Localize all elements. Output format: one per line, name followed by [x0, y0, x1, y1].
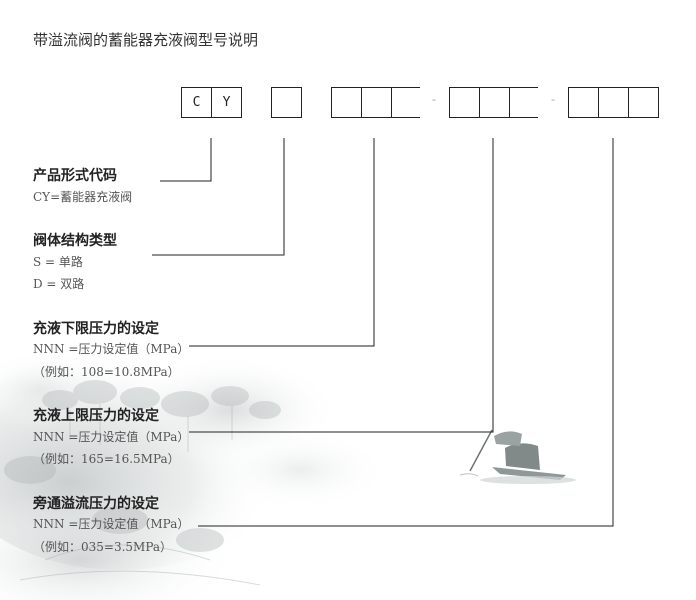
- code-box-low-3: [391, 87, 420, 118]
- code-box-bypass-1: [568, 87, 599, 118]
- code-box-high-3: [509, 87, 538, 118]
- code-box-structure: [271, 87, 302, 118]
- section-line-bypass-value: NNN =压力设定值（MPa）: [33, 517, 190, 531]
- section-line-low-example: （例如：108=10.8MPa）: [33, 365, 180, 379]
- section-line-single: S = 单路: [33, 255, 83, 269]
- code-box-low-2: [361, 87, 392, 118]
- code-box-y: Y: [211, 87, 242, 118]
- section-line-double: D = 双路: [33, 277, 85, 291]
- section-line-product-code: CY=蓄能器充液阀: [33, 190, 133, 204]
- section-line-low-value: NNN =压力设定值（MPa）: [33, 342, 190, 356]
- separator-dash-1: -: [432, 93, 436, 106]
- connector-structure-type: [152, 138, 285, 256]
- code-box-high-1: [449, 87, 480, 118]
- section-title-bypass-pressure: 旁通溢流压力的设定: [33, 496, 159, 512]
- section-title-structure-type: 阀体结构类型: [33, 233, 117, 249]
- connector-bypass-pressure: [198, 138, 614, 527]
- page-title: 带溢流阀的蓄能器充液阀型号说明: [33, 31, 259, 49]
- section-title-low-pressure: 充液下限压力的设定: [33, 321, 159, 337]
- section-title-product-code: 产品形式代码: [33, 168, 117, 184]
- code-box-high-2: [479, 87, 510, 118]
- section-line-bypass-example: （例如：035=3.5MPa）: [33, 540, 173, 554]
- connector-product-code: [160, 138, 212, 182]
- code-box-c: C: [181, 87, 212, 118]
- code-box-bypass-2: [598, 87, 629, 118]
- section-line-high-example: （例如：165=16.5MPa）: [33, 452, 180, 466]
- connector-low-pressure: [189, 138, 375, 347]
- connector-high-pressure: [189, 138, 494, 433]
- code-box-low-1: [331, 87, 362, 118]
- code-box-bypass-3: [628, 87, 659, 118]
- separator-dash-2: -: [551, 93, 555, 106]
- boat-icon: [459, 429, 576, 484]
- section-line-high-value: NNN =压力设定值（MPa）: [33, 430, 190, 444]
- section-title-high-pressure: 充液上限压力的设定: [33, 408, 159, 424]
